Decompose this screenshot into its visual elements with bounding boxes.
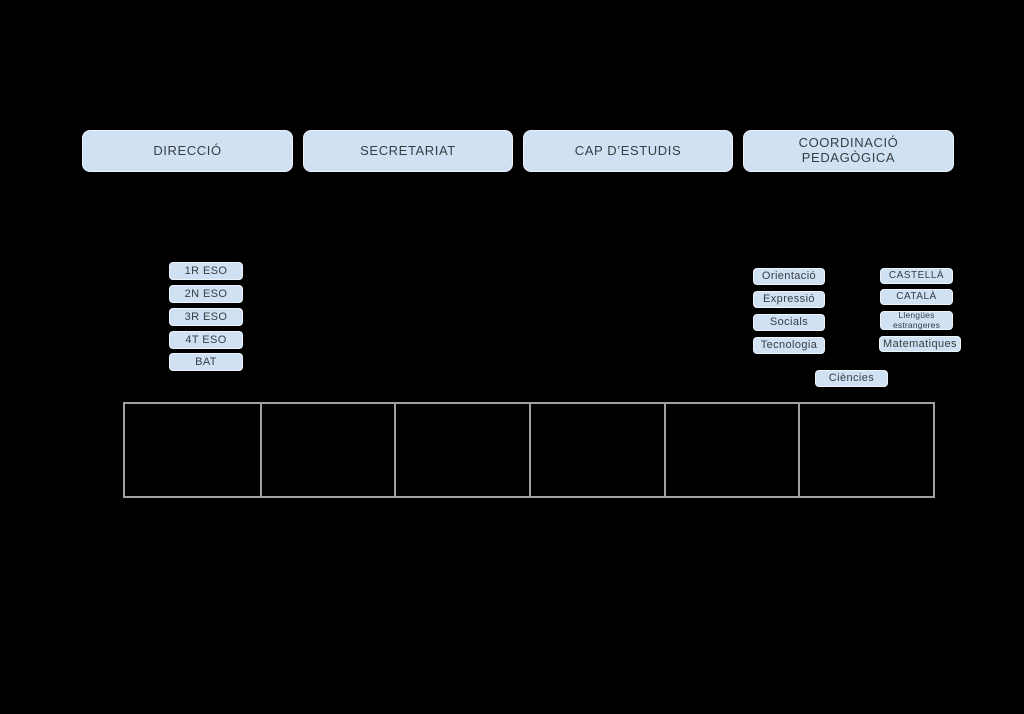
empty-table (123, 402, 935, 498)
org-box-3r-eso: 3R ESO (169, 308, 243, 326)
table-cell (529, 404, 664, 496)
table-cell (798, 404, 933, 496)
org-box-castella: CASTELLÀ (880, 268, 953, 284)
org-box-secretariat: SECRETARIAT (303, 130, 513, 172)
table-cell (663, 404, 799, 496)
org-box-socials: Socials (753, 314, 825, 331)
org-box-matematiques: Matematiques (879, 336, 961, 352)
org-box-1r-eso: 1R ESO (169, 262, 243, 280)
org-box-orientacio: Orientació (753, 268, 825, 285)
org-box-2n-eso: 2N ESO (169, 285, 243, 303)
org-box-bat: BAT (169, 353, 243, 371)
org-box-tecnologia: Tecnologia (753, 337, 825, 354)
org-box-llengues-estrangeres: Llengües estrangeres (880, 310, 953, 330)
table-cell (259, 404, 395, 496)
org-box-4t-eso: 4T ESO (169, 331, 243, 349)
org-box-direccio: DIRECCIÓ (82, 130, 293, 172)
org-box-cap-destudis: CAP D’ESTUDIS (523, 130, 733, 172)
org-box-expressio: Expressió (753, 291, 825, 308)
table-cell (394, 404, 529, 496)
table-cell (125, 404, 260, 496)
org-box-catala: CATALÀ (880, 289, 953, 305)
org-box-ciencies: Ciències (815, 370, 888, 387)
org-box-coordinacio-pedagogica: COORDINACIÓ PEDAGÒGICA (743, 130, 954, 172)
